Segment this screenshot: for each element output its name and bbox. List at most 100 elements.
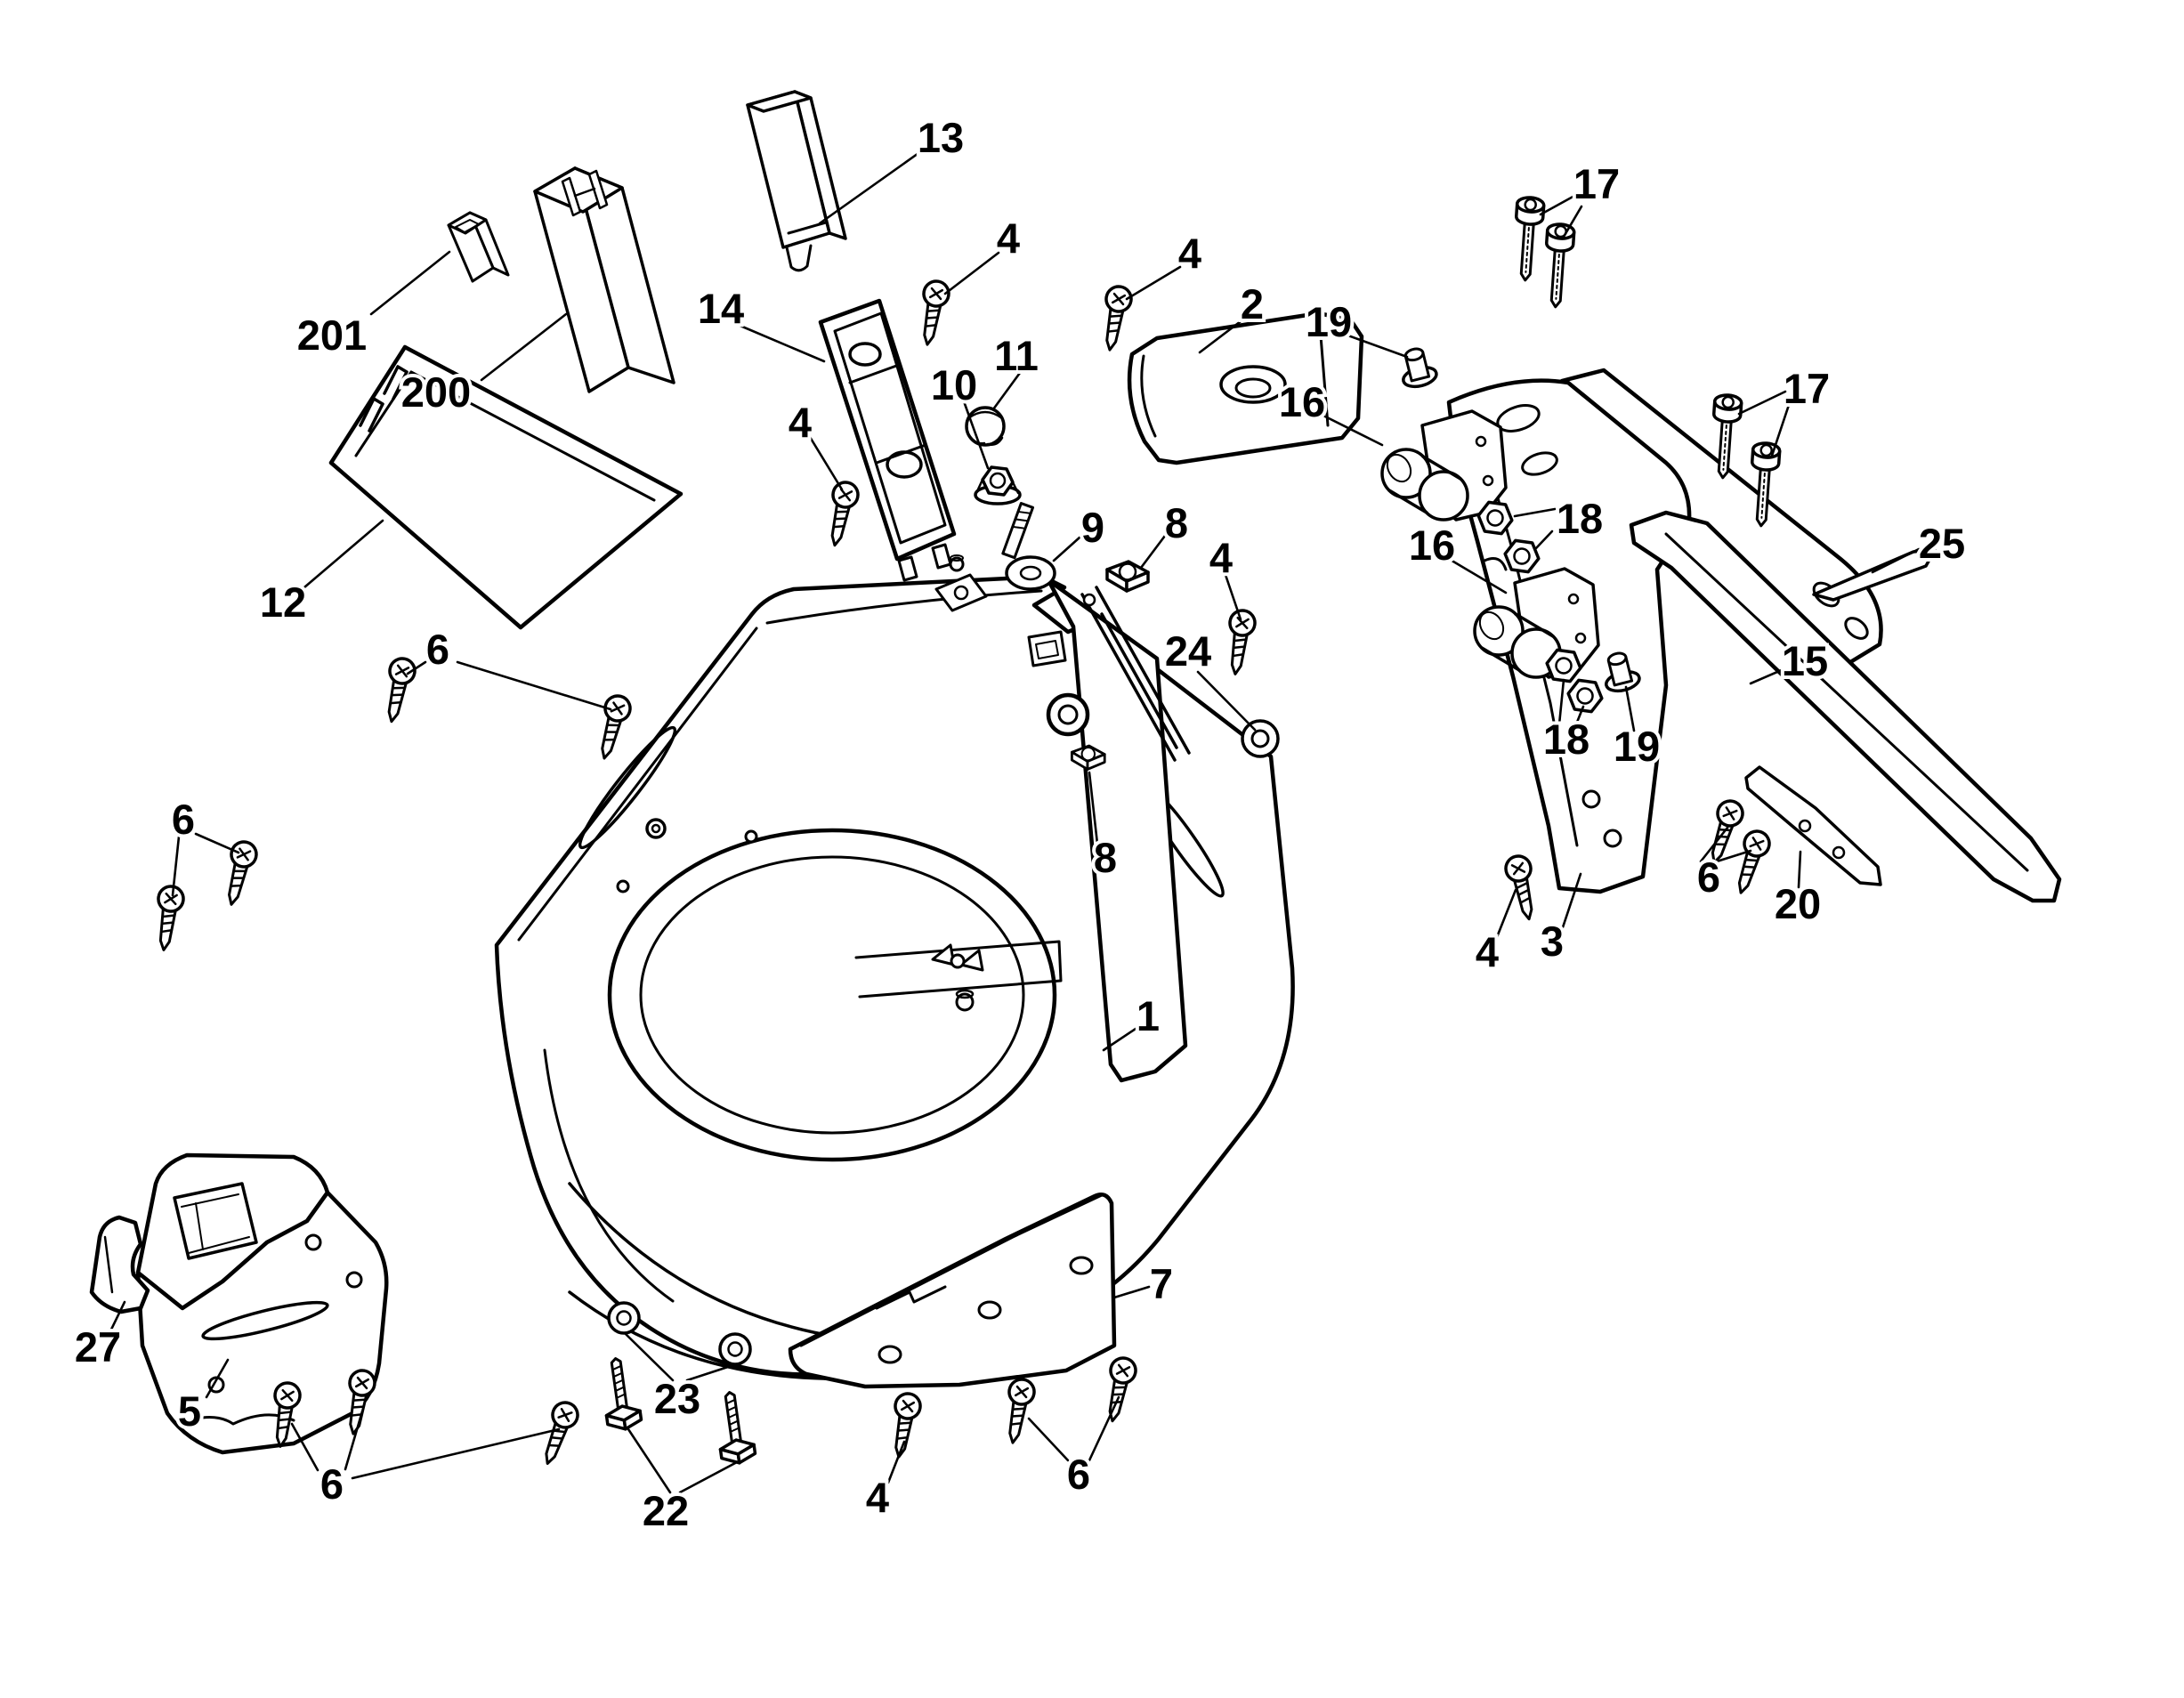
part-roller-16-b: [1473, 567, 1600, 679]
part-baffle-tray-12: [328, 344, 684, 630]
pan-head-screw-icon: [228, 840, 258, 906]
leader-line: [1624, 685, 1636, 732]
part-number-label: 7: [1150, 1260, 1173, 1307]
part-bracket-14: [818, 298, 957, 582]
leader-line: [1198, 317, 1246, 354]
leader-line: [685, 1363, 735, 1382]
pan-head-screw-icon: [1108, 1356, 1137, 1423]
part-number-label: 201: [297, 311, 367, 359]
part-front-cover-5: [135, 1152, 389, 1455]
part-box-201: [447, 211, 510, 283]
part-number-label: 6: [1697, 853, 1720, 901]
pan-head-screw-icon: [273, 1381, 302, 1448]
part-blade-insert-20: [1744, 765, 1882, 886]
leader-line: [1027, 1417, 1070, 1462]
part-wedge-27: [89, 1215, 150, 1314]
leader-line: [1770, 400, 1792, 457]
square-nut-icon: [1105, 560, 1150, 593]
deck-blade-opening: [607, 828, 1057, 1162]
square-nut-icon: [1070, 744, 1106, 771]
leader-line: [734, 322, 826, 363]
leader-line: [1715, 849, 1752, 863]
carriage-bolt-icon: [718, 1391, 757, 1465]
hex-nut-icon: [1566, 678, 1604, 714]
part-number-label: 5: [178, 1387, 201, 1435]
part-number-label: 8: [1165, 499, 1188, 546]
leader-line: [886, 1440, 906, 1484]
part-number-label: 15: [1782, 637, 1828, 684]
leader-line: [1316, 411, 1384, 447]
part-number-label: 16: [1409, 522, 1455, 569]
part-flange-nut-10: [974, 465, 1022, 505]
leader-line: [205, 1358, 230, 1399]
leader-line: [678, 1460, 739, 1494]
leader-line: [456, 660, 612, 711]
leader-line: [1139, 534, 1167, 570]
pan-head-screw-icon: [601, 694, 632, 760]
part-saddle-plate-2: [1127, 311, 1364, 465]
leader-line: [1495, 888, 1517, 939]
leader-line: [1557, 678, 1565, 726]
part-number-label: 3: [1541, 918, 1564, 965]
pan-head-screw-icon: [1104, 285, 1133, 352]
part-blade-15: [1629, 510, 2062, 903]
part-spacer-24: [1241, 719, 1280, 758]
part-rear-skirt-7: [788, 1193, 1117, 1389]
part-number-label: 6: [320, 1460, 344, 1508]
fasteners-layer: [157, 196, 1782, 1466]
flanged-rivet-icon: [1402, 347, 1438, 389]
leader-line: [171, 835, 181, 897]
part-shoulder-bolt-9: [1001, 502, 1056, 591]
leader-line: [1344, 333, 1409, 359]
pan-head-screw-icon: [1711, 799, 1744, 864]
part-number-label: 20: [1775, 880, 1821, 927]
leader-line: [1539, 193, 1578, 216]
deck-grommet: [1046, 692, 1090, 737]
part-number-label: 200: [401, 368, 471, 416]
pan-head-screw-icon: [1737, 829, 1771, 894]
leader-line: [1088, 771, 1099, 845]
part-number-label: 25: [1919, 520, 1965, 567]
part-number-label: 10: [931, 361, 977, 408]
leader-line: [109, 1300, 126, 1333]
pan-head-screw-icon: [1007, 1378, 1036, 1444]
leader-line: [290, 1422, 320, 1472]
leader-line: [943, 251, 1000, 295]
pan-head-screw-icon: [1504, 854, 1533, 921]
part-number-label: 27: [75, 1323, 121, 1371]
part-number-label: 24: [1165, 627, 1211, 675]
part-number-label: 16: [1279, 378, 1325, 425]
hex-nut-icon: [1545, 648, 1582, 683]
part-number-label: 14: [698, 285, 744, 332]
part-number-label: 19: [1306, 298, 1352, 345]
part-number-label: 12: [260, 578, 306, 626]
deck-wing-fastener: [931, 943, 984, 972]
leader-line: [627, 1427, 672, 1494]
leader-line: [1125, 265, 1182, 301]
part-number-label: 8: [1094, 834, 1117, 881]
leader-line: [808, 435, 844, 491]
part-number-label: 4: [789, 399, 812, 446]
part-number-label: 6: [426, 626, 449, 673]
pan-head-screw-icon: [1228, 609, 1257, 675]
socket-head-screw-icon: [1545, 222, 1576, 309]
part-number-label: 6: [1067, 1451, 1090, 1498]
part-number-label: 4: [1209, 534, 1233, 581]
leader-line: [1224, 573, 1242, 621]
part-number-label: 17: [1784, 365, 1830, 412]
leader-line: [1561, 872, 1582, 929]
leader-line: [1534, 530, 1554, 550]
leader-line: [1112, 1285, 1151, 1299]
part-number-label: 18: [1557, 495, 1603, 542]
leader-line: [962, 400, 990, 470]
leader-line: [1102, 1027, 1137, 1052]
leader-line: [1749, 667, 1785, 685]
leader-line: [1562, 205, 1583, 239]
socket-head-screw-icon: [1515, 196, 1546, 282]
part-number-label: 18: [1543, 716, 1589, 763]
carriage-bolt-icon: [604, 1357, 643, 1431]
leader-line: [624, 1332, 675, 1382]
